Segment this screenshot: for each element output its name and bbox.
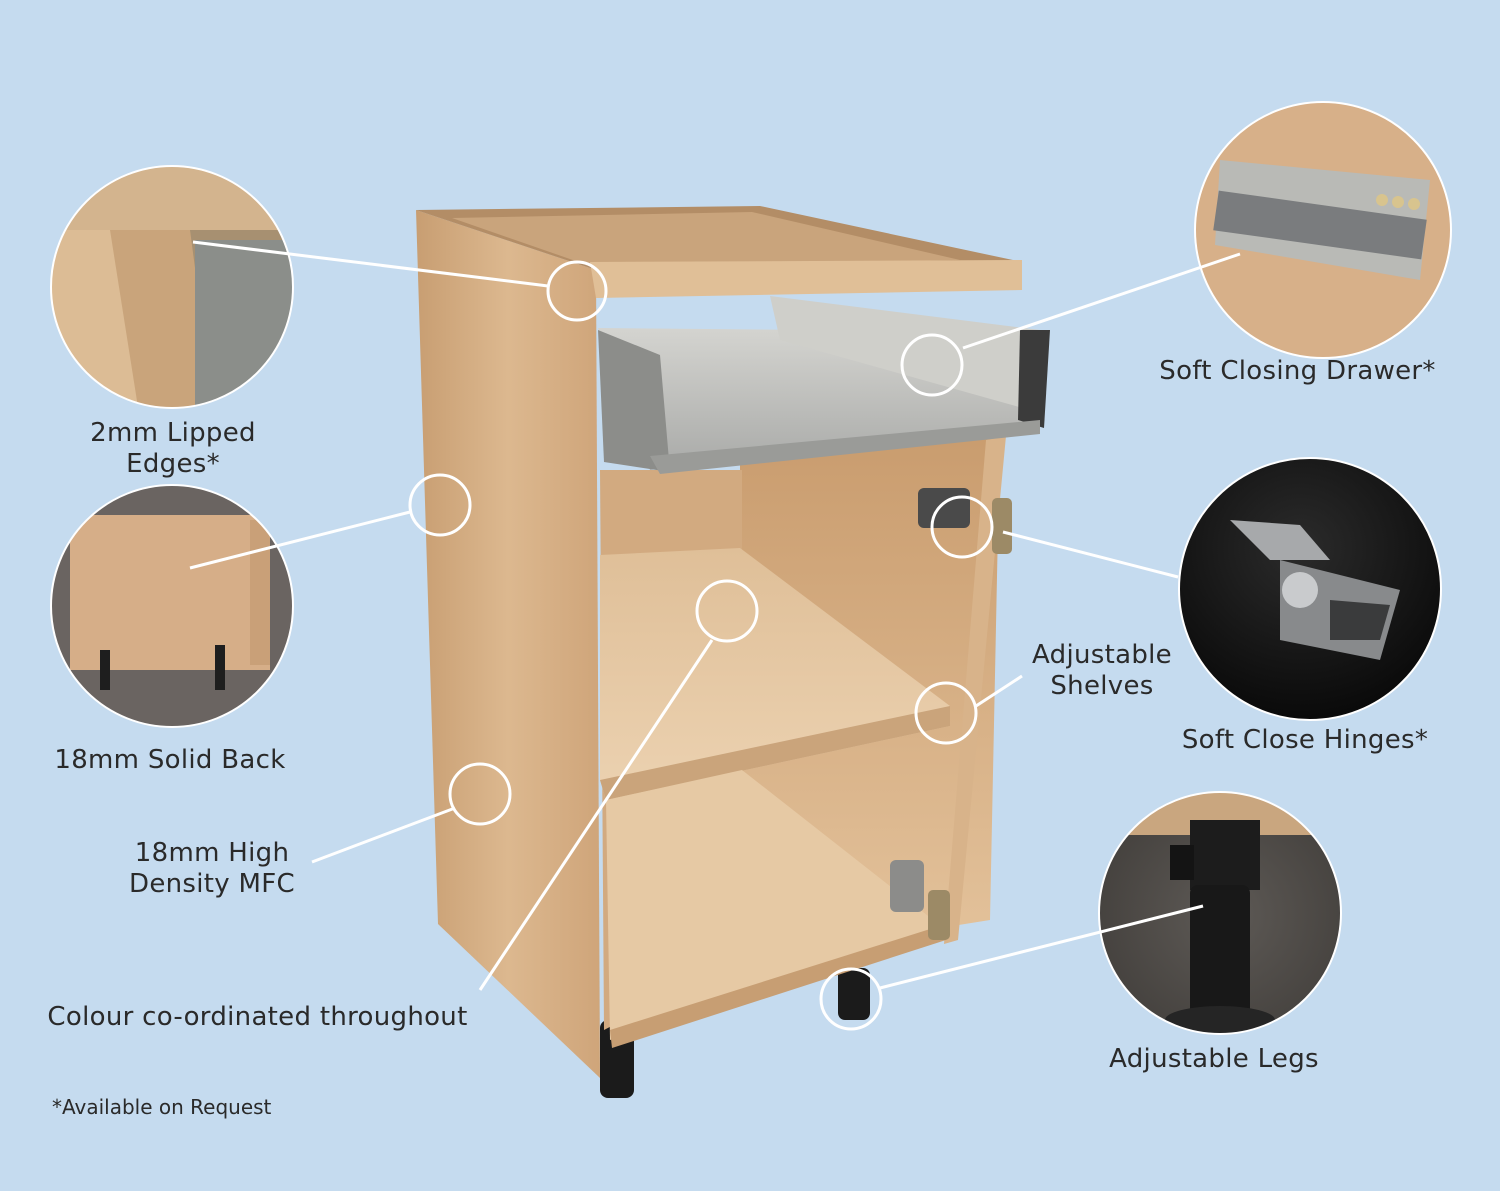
label-mfc-line1: 18mm High — [134, 838, 290, 868]
label-legs: Adjustable Legs — [1109, 1044, 1319, 1074]
leg-detail-photo — [1099, 792, 1341, 1034]
lipped-edge-detail-ring — [50, 165, 294, 409]
label-hinges: Soft Close Hinges* — [1181, 725, 1429, 755]
cabinet-bottom — [606, 770, 946, 1040]
label-mfc-line2: Density MFC — [129, 869, 295, 899]
drawer-front-lip — [650, 420, 1040, 474]
label-soft-drawer: Soft Closing Drawer* — [1159, 356, 1436, 386]
hinge-detail-ring — [1178, 457, 1442, 721]
ring-lipped-edges — [546, 260, 608, 322]
callout-line-shelves — [975, 674, 1023, 708]
callout-lines — [189, 240, 1241, 991]
label-shelves: Adjustable Shelves — [1022, 640, 1182, 702]
ring-shelves — [914, 681, 978, 745]
solid-back-detail-ring — [50, 484, 294, 728]
callout-line-hinges — [1002, 530, 1179, 579]
ring-solid-back — [408, 473, 472, 537]
label-colour: Colour co-ordinated throughout — [47, 1002, 468, 1032]
shelf-front-edge — [600, 706, 950, 800]
target-rings — [408, 260, 994, 1031]
right-side-edge — [944, 436, 1006, 944]
front-right-leg — [838, 968, 870, 1020]
drawer-left-runner — [598, 330, 670, 472]
callout-line-colour — [478, 639, 714, 991]
callout-line-legs — [879, 904, 1204, 990]
label-shelves-line2: Shelves — [1050, 671, 1154, 701]
footnote: *Available on Request — [52, 1095, 272, 1119]
ring-colour — [695, 579, 759, 643]
bottom-front-edge — [610, 924, 946, 1048]
leg-detail-ring — [1098, 791, 1342, 1035]
label-solid-back: 18mm Solid Back — [54, 745, 286, 775]
label-mfc: 18mm High Density MFC — [112, 838, 312, 900]
drawer-runner-detail-ring — [1194, 101, 1452, 359]
hinge-detail-photo — [1179, 458, 1441, 720]
ring-legs — [819, 967, 883, 1031]
lower-hinge — [890, 860, 924, 912]
label-lipped-edges-line1: 2mm Lipped — [90, 418, 256, 448]
drawer-runner-detail-photo — [1195, 102, 1451, 358]
ring-drawer — [900, 333, 964, 397]
lipped-edge-detail-photo — [51, 166, 293, 408]
label-shelves-line1: Adjustable — [1032, 640, 1172, 670]
label-lipped-edges: 2mm Lipped Edges* — [73, 418, 273, 480]
ring-hinges — [930, 495, 994, 559]
callout-line-solid-back — [189, 510, 411, 570]
top-front-rail — [590, 260, 1022, 298]
lower-hinge-plate — [928, 890, 950, 940]
callout-line-mfc — [311, 806, 456, 864]
top-inner — [452, 212, 960, 266]
ring-mfc — [448, 762, 512, 826]
upper-hinge — [918, 488, 970, 528]
left-side-panel — [416, 210, 600, 1078]
solid-back-detail-photo — [51, 485, 293, 727]
upper-hinge-plate — [992, 498, 1012, 554]
label-lipped-edges-line2: Edges* — [126, 449, 220, 479]
cabinet-illustration — [416, 206, 1050, 1098]
callout-line-drawer — [962, 252, 1241, 350]
callout-line-lipped-edges — [192, 240, 549, 288]
drawer-right-runner — [1018, 330, 1050, 428]
